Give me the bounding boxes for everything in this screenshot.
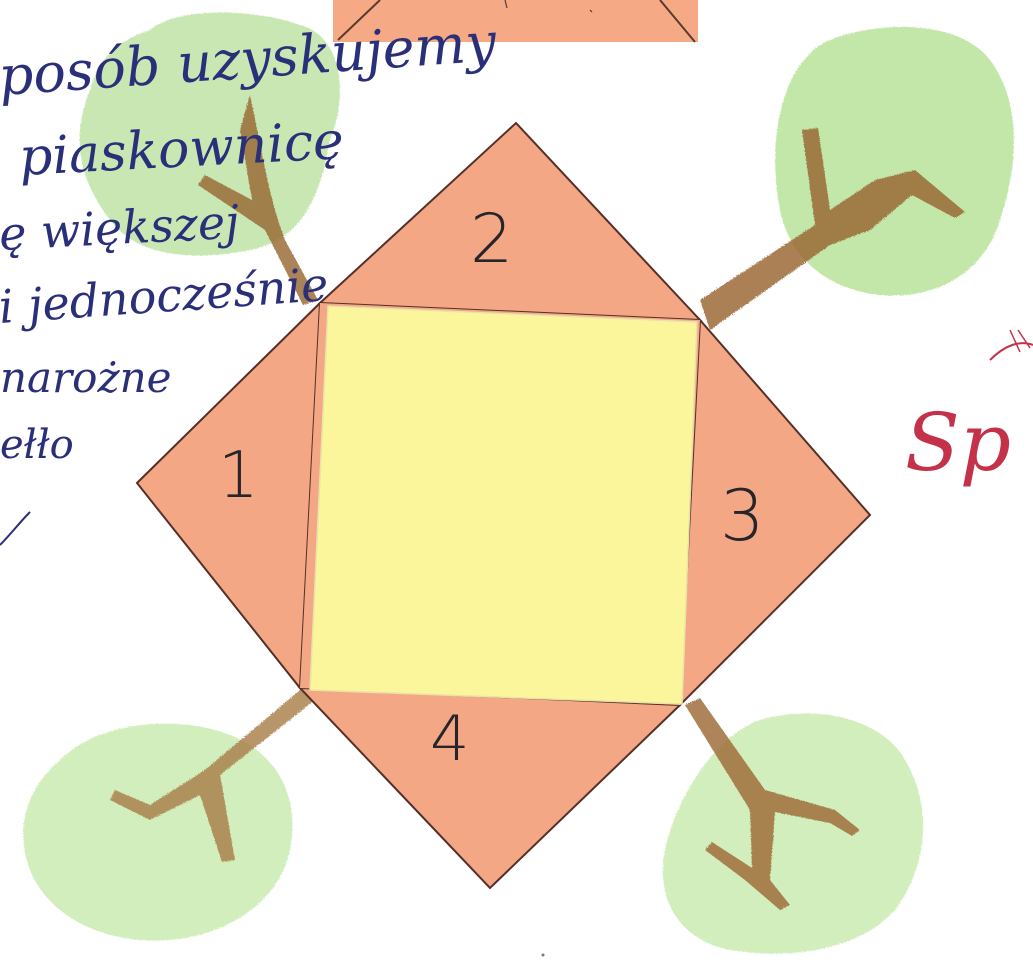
handwriting-line-4: i jednocześnie: [0, 257, 330, 334]
label-2: 2: [470, 200, 513, 279]
svg-text:Sp: Sp: [905, 396, 1011, 489]
handwriting-line-5: narożne: [0, 353, 172, 402]
label-1: 1: [218, 439, 259, 513]
label-3: 3: [720, 475, 765, 557]
tree-bottom-right: [663, 698, 923, 954]
tree-top-right: [700, 27, 1014, 330]
handwriting-line-6: ełło: [0, 422, 74, 468]
sandbox-square: [310, 306, 697, 704]
triangle-bottom: [300, 688, 680, 888]
label-4: 4: [430, 702, 469, 775]
red-margin-note: Sp: [905, 330, 1033, 489]
handwriting-stroke: [0, 512, 30, 545]
tree-bottom-left: [23, 690, 315, 941]
speck: [542, 954, 545, 957]
triangle-right: [680, 320, 870, 705]
